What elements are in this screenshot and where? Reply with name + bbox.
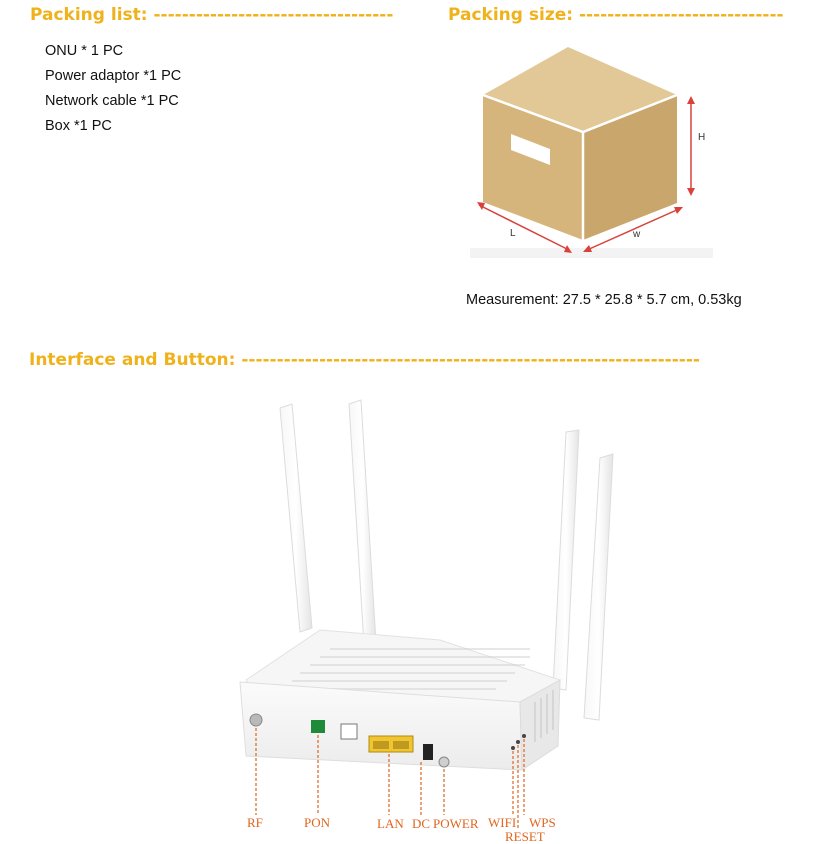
wps-button — [522, 734, 526, 738]
antenna — [279, 403, 313, 633]
label-pon: PON — [304, 815, 331, 830]
label-reset: RESET — [505, 829, 545, 844]
antenna — [552, 429, 580, 691]
packing-list: ONU * 1 PC Power adaptor *1 PC Network c… — [45, 41, 181, 141]
router-illustration: RF PON LAN DC POWER WIFI WPS RESET — [239, 399, 614, 844]
label-lan: LAN — [377, 816, 404, 831]
dc-port — [423, 744, 433, 760]
packing-list-heading: Packing list: --------------------------… — [30, 5, 394, 25]
power-button — [438, 756, 450, 768]
dim-l-label: L — [510, 228, 516, 239]
dim-h-label: H — [698, 132, 705, 143]
reset-button — [516, 740, 520, 744]
label-wps: WPS — [529, 815, 556, 830]
measurement-text: Measurement: 27.5 * 25.8 * 5.7 cm, 0.53k… — [466, 292, 742, 308]
pon-port — [311, 720, 325, 733]
antenna — [583, 453, 614, 721]
label-power: POWER — [433, 816, 479, 831]
dim-w-label: w — [632, 229, 641, 240]
list-item: ONU * 1 PC — [45, 43, 124, 59]
box-top-face — [483, 47, 677, 132]
box-illustration: H L w — [470, 47, 713, 258]
box-left-face — [483, 95, 583, 240]
label-rf: RF — [247, 815, 263, 830]
antenna — [348, 399, 377, 645]
label-wifi: WIFI — [488, 815, 516, 830]
side-vent — [534, 690, 554, 742]
box-right-face — [583, 95, 677, 240]
box-handle-hole — [511, 134, 550, 165]
packing-size-heading: Packing size: --------------------------… — [448, 5, 784, 25]
label-dc: DC — [412, 816, 430, 831]
vent-grill — [286, 648, 530, 690]
list-item: Power adaptor *1 PC — [45, 68, 182, 84]
wifi-button — [511, 746, 515, 750]
pon-port-empty — [340, 723, 358, 740]
interface-heading: Interface and Button: ------------------… — [29, 350, 700, 370]
callout-lines — [255, 728, 525, 830]
box-shadow — [470, 248, 713, 258]
list-item: Network cable *1 PC — [45, 93, 179, 109]
rf-port — [249, 713, 263, 727]
list-item: Box *1 PC — [45, 118, 112, 134]
